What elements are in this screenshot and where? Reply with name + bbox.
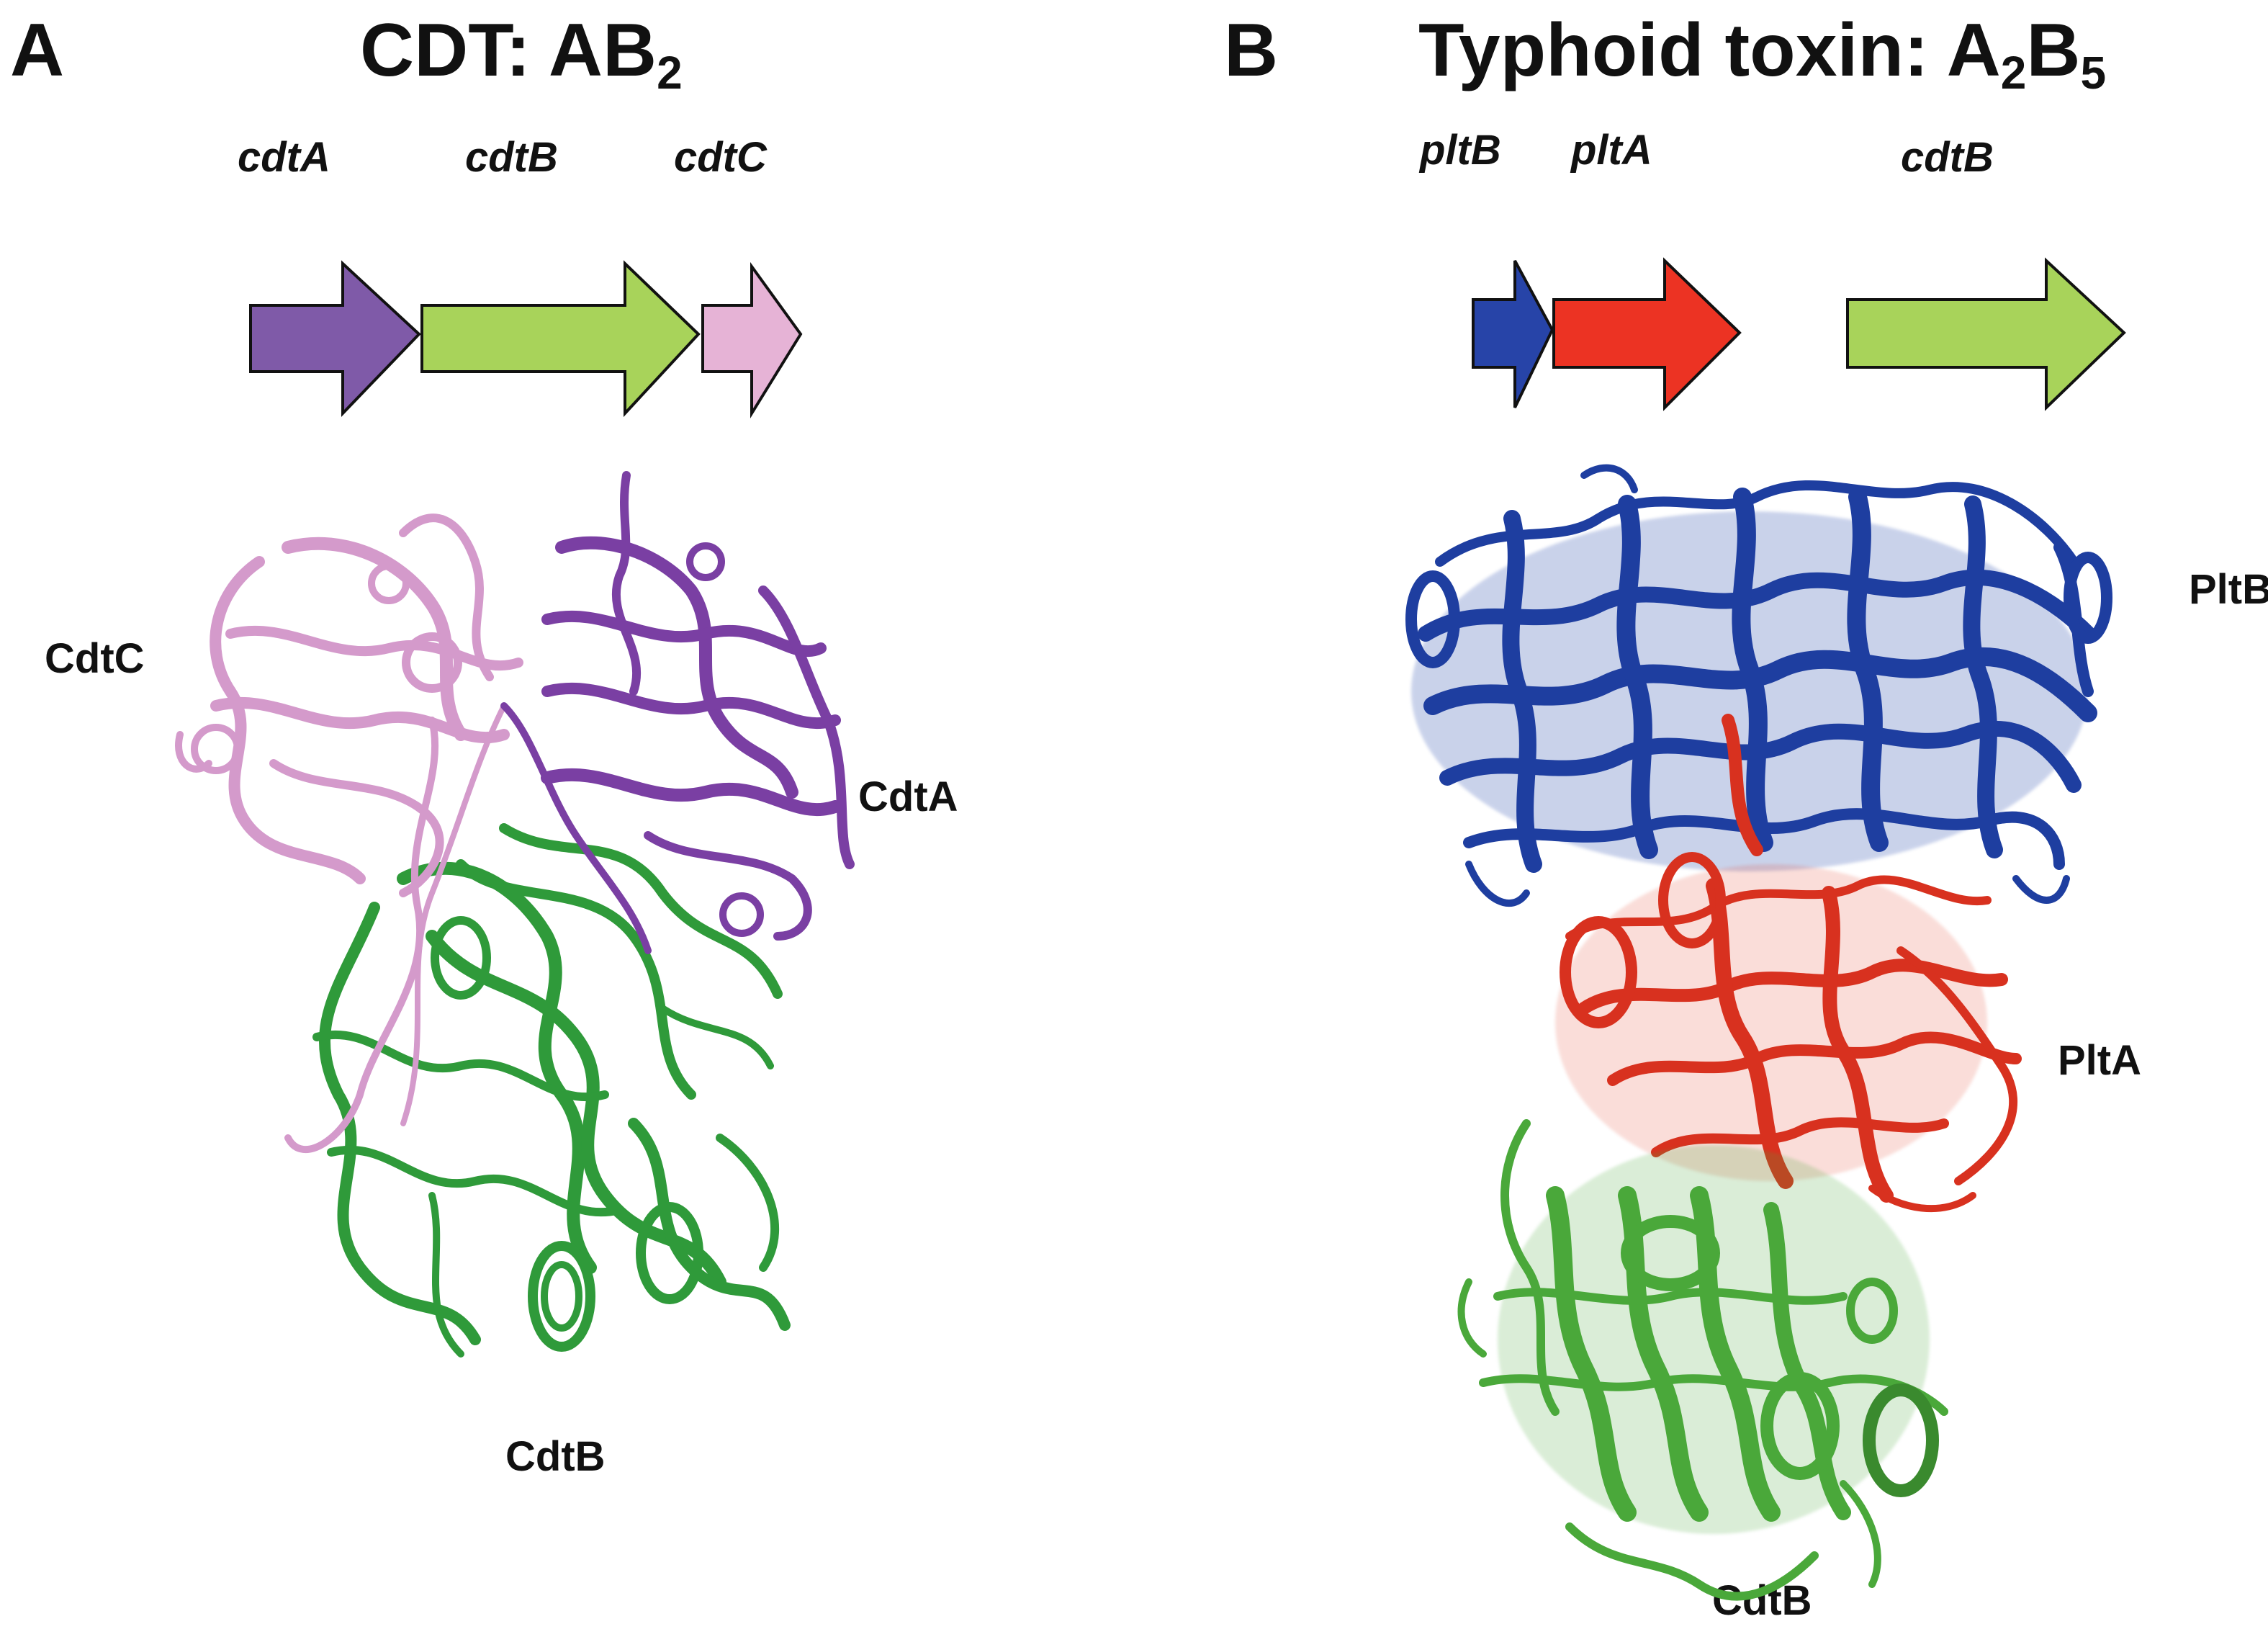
- protein-label-pltB: PltB: [2189, 566, 2268, 613]
- gene-arrow-cdtC: [701, 261, 803, 419]
- gene-arrow-pltB: [1472, 260, 1554, 408]
- protein-label-cdtB-b: CdtB: [1712, 1577, 1812, 1624]
- panel-a-letter: A: [10, 9, 65, 92]
- gene-arrow-cdtB: [420, 260, 701, 418]
- protein-label-cdtB: CdtB: [505, 1433, 606, 1480]
- panel-b-title: Typhoid toxin: A2B5: [1418, 13, 2106, 96]
- typhoid-toxin-structure: [1405, 464, 2112, 1601]
- panel-a-title: CDT: AB2: [360, 13, 683, 96]
- gene-label-pltB: pltB: [1420, 127, 1501, 174]
- gene-label-cdtB-b: cdtB: [1901, 134, 1994, 181]
- protein-label-pltA: PltA: [2058, 1037, 2141, 1084]
- panel-b-title-mid: B: [2026, 9, 2081, 92]
- panel-a-title-sub: 2: [657, 47, 683, 99]
- panel-b-title-main: Typhoid toxin: A: [1418, 9, 2001, 92]
- gene-label-cdtA: cdtA: [238, 134, 330, 181]
- pltA-domain: [1555, 714, 2022, 1213]
- gene-arrow-cdtA: [249, 260, 421, 417]
- pltB-domain: [1405, 464, 2112, 907]
- gene-label-cdtB: cdtB: [465, 134, 558, 181]
- gene-arrow-pltA: [1552, 257, 1742, 411]
- panel-b-title-sub1: 2: [2000, 47, 2027, 99]
- cdtA-domain: [500, 471, 855, 954]
- panel-b-letter: B: [1224, 9, 1279, 92]
- gene-arrow-cdtB-b: [1846, 257, 2126, 411]
- panel-a-title-main: CDT: AB: [360, 9, 657, 92]
- cdtB-domain-b: [1457, 1119, 1948, 1601]
- cdt-structure: [175, 471, 855, 1358]
- gene-label-pltA: pltA: [1571, 127, 1652, 174]
- cdtC-domain: [175, 513, 523, 1154]
- protein-label-cdtC: CdtC: [45, 635, 145, 682]
- protein-label-cdtA: CdtA: [858, 773, 958, 820]
- gene-label-cdtC: cdtC: [674, 134, 767, 181]
- panel-b-title-sub2: 5: [2080, 47, 2107, 99]
- cdtB-domain-a: [312, 823, 791, 1358]
